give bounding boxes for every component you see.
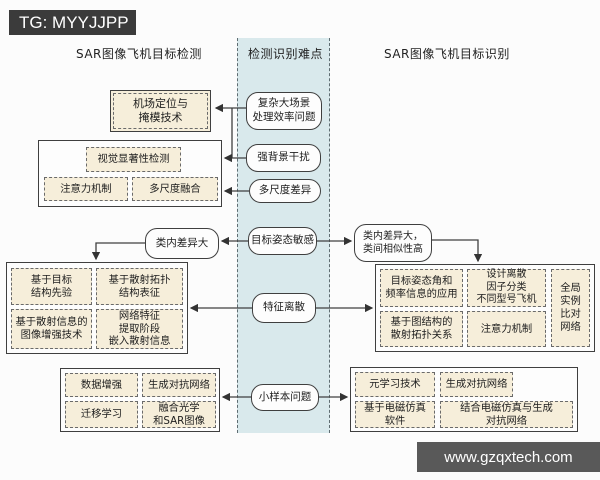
box-meta-learning: 元学习技术 bbox=[355, 372, 435, 397]
box-scattering-enhancement: 基于散射信息的 图像增强技术 bbox=[11, 309, 92, 349]
box-gan-recognition: 生成对抗网络 bbox=[440, 372, 513, 397]
box-attention-recognition: 注意力机制 bbox=[467, 311, 546, 347]
node-strong-background: 强背景干扰 bbox=[246, 144, 321, 172]
node-complex-scene: 复杂大场景 处理效率问题 bbox=[246, 92, 322, 130]
node-feature-discrete: 特征离散 bbox=[252, 293, 316, 323]
box-airport-masking-label: 机场定位与 掩模技术 bbox=[113, 93, 208, 129]
box-em-simulation-software: 基于电磁仿真 软件 bbox=[355, 401, 435, 428]
top-watermark-text: TG: MYYJJPP bbox=[19, 12, 129, 32]
node-intra-class-variance: 类内差异大 bbox=[145, 228, 219, 259]
box-em-simulation-gan: 结合电磁仿真与生成 对抗网络 bbox=[440, 401, 573, 428]
box-pose-frequency-info: 目标姿态角和 频率信息的应用 bbox=[380, 269, 463, 307]
box-transfer-learning: 迁移学习 bbox=[65, 401, 138, 428]
box-fuse-optical-sar: 融合光学 和SAR图像 bbox=[142, 401, 216, 428]
box-global-instance-network: 全局 实例 比对 网络 bbox=[551, 269, 590, 347]
box-target-structure-prior: 基于目标 结构先验 bbox=[11, 268, 92, 305]
box-airport-masking: 机场定位与 掩模技术 bbox=[110, 90, 211, 132]
box-scattering-topology: 基于散射拓扑 结构表征 bbox=[96, 268, 183, 305]
box-visual-saliency: 视觉显著性检测 bbox=[86, 147, 181, 172]
box-gan-detection: 生成对抗网络 bbox=[142, 373, 216, 397]
node-few-shot: 小样本问题 bbox=[251, 384, 319, 411]
header-difficulties: 检测识别难点 bbox=[248, 47, 324, 61]
box-data-augmentation: 数据增强 bbox=[65, 373, 138, 397]
box-multiscale-fusion: 多尺度融合 bbox=[132, 177, 218, 201]
bottom-watermark-text: www.gzqxtech.com bbox=[444, 448, 573, 466]
box-embed-scattering-info: 网络特征 提取阶段 嵌入散射信息 bbox=[96, 309, 183, 349]
header-recognition: SAR图像飞机目标识别 bbox=[384, 47, 510, 61]
node-pose-sensitive: 目标姿态敏感 bbox=[248, 227, 317, 255]
box-attention-detection: 注意力机制 bbox=[44, 177, 128, 201]
node-intra-inter-class: 类内差异大， 类间相似性高 bbox=[354, 224, 432, 262]
node-multiscale-difference: 多尺度差异 bbox=[249, 179, 321, 203]
bottom-watermark-bar: www.gzqxtech.com bbox=[417, 442, 600, 472]
box-graph-scattering-topology: 基于图结构的 散射拓扑关系 bbox=[380, 311, 463, 347]
header-detection: SAR图像飞机目标检测 bbox=[76, 47, 202, 61]
top-watermark-bar: TG: MYYJJPP bbox=[9, 10, 136, 35]
box-discrete-factor: 设计离散 因子分类 不同型号飞机 bbox=[467, 269, 546, 307]
